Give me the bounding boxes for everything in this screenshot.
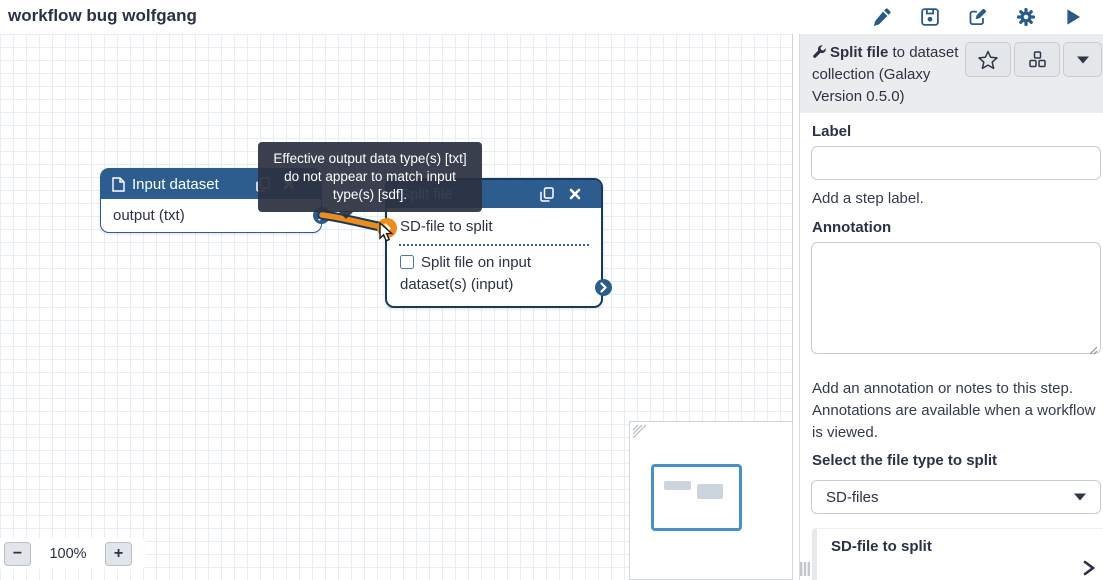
zoom-controls: − 100% + — [0, 538, 146, 569]
zoom-in-button[interactable]: + — [105, 541, 132, 566]
minimap[interactable] — [629, 421, 793, 580]
file-type-selected: SD-files — [826, 488, 879, 506]
tool-versions-icon[interactable] — [1014, 42, 1060, 77]
checkbox-row: Split file on input dataset(s) (input) — [387, 246, 612, 306]
annotation-heading: Annotation — [812, 219, 892, 236]
favorite-star-icon[interactable] — [965, 42, 1011, 77]
top-bar: workflow bug wolfgang — [0, 0, 1103, 34]
workflow-title: workflow bug wolfgang — [8, 6, 197, 25]
tool-title: Split file to dataset collection (Galaxy… — [812, 42, 964, 108]
edit-report-icon[interactable] — [968, 7, 988, 27]
zoom-level: 100% — [49, 545, 87, 562]
wrench-icon — [813, 45, 826, 58]
panel-drag-handle[interactable] — [799, 561, 811, 577]
output-connector[interactable] — [595, 279, 612, 296]
file-type-heading: Select the file type to split — [812, 452, 998, 469]
minimap-node — [664, 481, 691, 490]
document-icon — [112, 176, 125, 192]
card-heading: SD-file to split — [831, 538, 932, 555]
output-label: output (txt) — [113, 207, 185, 224]
input-row[interactable]: SD-file to split — [387, 208, 601, 244]
node-title: Input dataset — [132, 175, 219, 193]
tool-form-panel: Split file to dataset collection (Galaxy… — [799, 34, 1103, 580]
run-workflow-icon[interactable] — [1063, 7, 1083, 27]
close-icon[interactable] — [567, 186, 583, 202]
input-label: SD-file to split — [400, 217, 493, 235]
label-heading: Label — [812, 123, 852, 140]
step-label-input[interactable] — [811, 146, 1101, 180]
zoom-out-button[interactable]: − — [4, 541, 31, 566]
annotation-help: Add an annotation or notes to this step.… — [812, 380, 1096, 441]
chevron-down-icon — [1074, 493, 1086, 501]
minimap-viewport[interactable] — [651, 464, 742, 531]
tool-suffix: to dataset collection (Galaxy Version 0.… — [812, 44, 959, 105]
mouse-cursor — [379, 222, 394, 242]
workflow-options-icon[interactable] — [1016, 7, 1036, 27]
label-help: Add a step label. — [812, 190, 924, 207]
split-on-input-checkbox[interactable] — [400, 255, 414, 269]
workflow-canvas[interactable]: Input dataset output (txt) Split file — [0, 34, 793, 580]
sd-file-input-card: SD-file to split — [812, 528, 1103, 580]
minimap-node — [697, 484, 723, 499]
collapse-panel-icon[interactable] — [1079, 560, 1097, 578]
checkbox-label: Split file on input dataset(s) (input) — [400, 254, 532, 293]
save-icon[interactable] — [920, 7, 940, 27]
node-divider — [399, 244, 589, 246]
file-type-select[interactable]: SD-files — [811, 480, 1101, 514]
duplicate-icon[interactable] — [539, 186, 555, 202]
edit-attributes-icon[interactable] — [872, 7, 892, 27]
tool-name: Split file — [830, 44, 889, 61]
node-input-dataset[interactable]: Input dataset output (txt) — [100, 168, 330, 233]
options-caret-icon[interactable] — [1063, 42, 1102, 77]
textarea-resize-icon[interactable] — [1087, 344, 1098, 355]
annotation-textarea[interactable] — [811, 242, 1101, 354]
datatype-mismatch-tooltip: Effective output data type(s) [txt] do n… — [258, 142, 482, 219]
minimap-resize-icon[interactable] — [632, 424, 646, 438]
tool-header: Split file to dataset collection (Galaxy… — [800, 34, 1103, 113]
